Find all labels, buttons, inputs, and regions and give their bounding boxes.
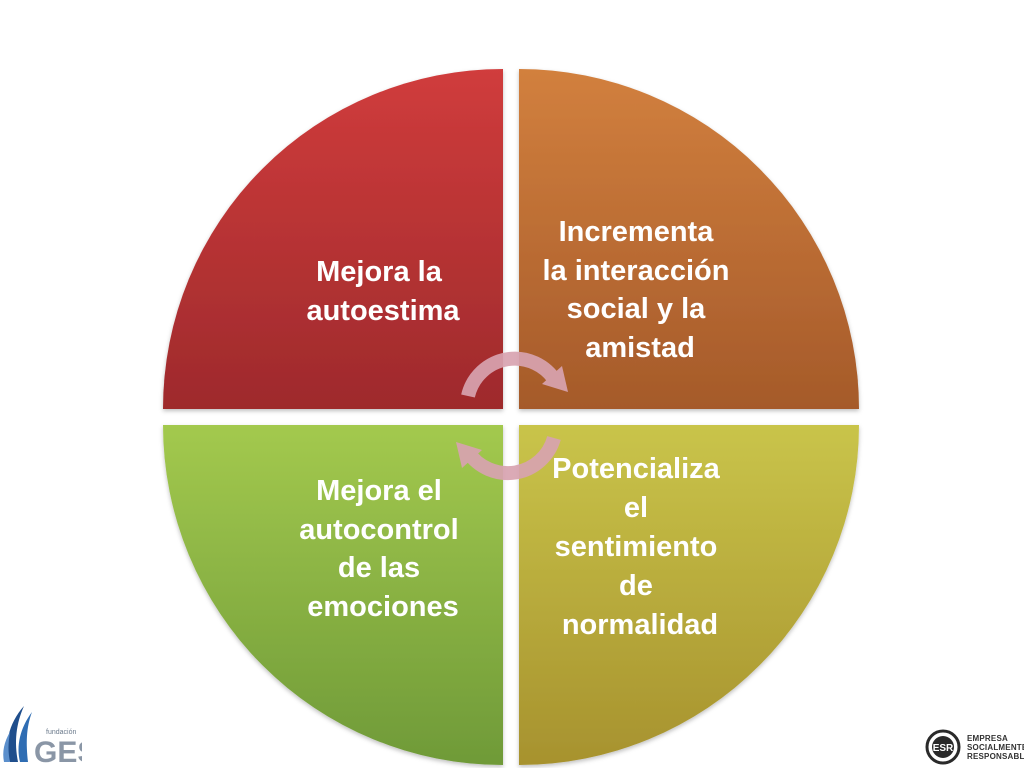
fundacion-logo-text: fundación — [46, 729, 76, 736]
esr-badge-text: ESR — [933, 743, 954, 754]
esr-logo-text: EMPRESA SOCIALMENTE RESPONSABLE — [967, 734, 1024, 761]
quadrant-top-right — [519, 69, 859, 409]
quadrant-label-top-right: Incrementa la interacción social y la am… — [542, 216, 737, 364]
quadrant-bottom-left — [163, 425, 503, 765]
esr-line-1: EMPRESA — [967, 734, 1008, 743]
fundacion-ges-logo: GES fundación — [3, 706, 82, 766]
esr-line-2: SOCIALMENTE — [967, 743, 1024, 752]
quadrant-label-top-left: Mejora la autoestima — [306, 256, 460, 327]
quadrant-bottom-right — [519, 425, 859, 765]
quadrant-top-left — [163, 69, 503, 409]
esr-logo: ESR — [925, 729, 961, 765]
ges-logo-text: GES — [34, 736, 82, 766]
esr-line-3: RESPONSABLE — [967, 752, 1024, 761]
quadrant-label-bottom-left: Mejora el autocontrol de las emociones — [299, 475, 467, 623]
cycle-arrows-icon — [456, 351, 568, 481]
quadrant-label-bottom-right: Potencializa el sentimiento de normalida… — [552, 453, 728, 641]
